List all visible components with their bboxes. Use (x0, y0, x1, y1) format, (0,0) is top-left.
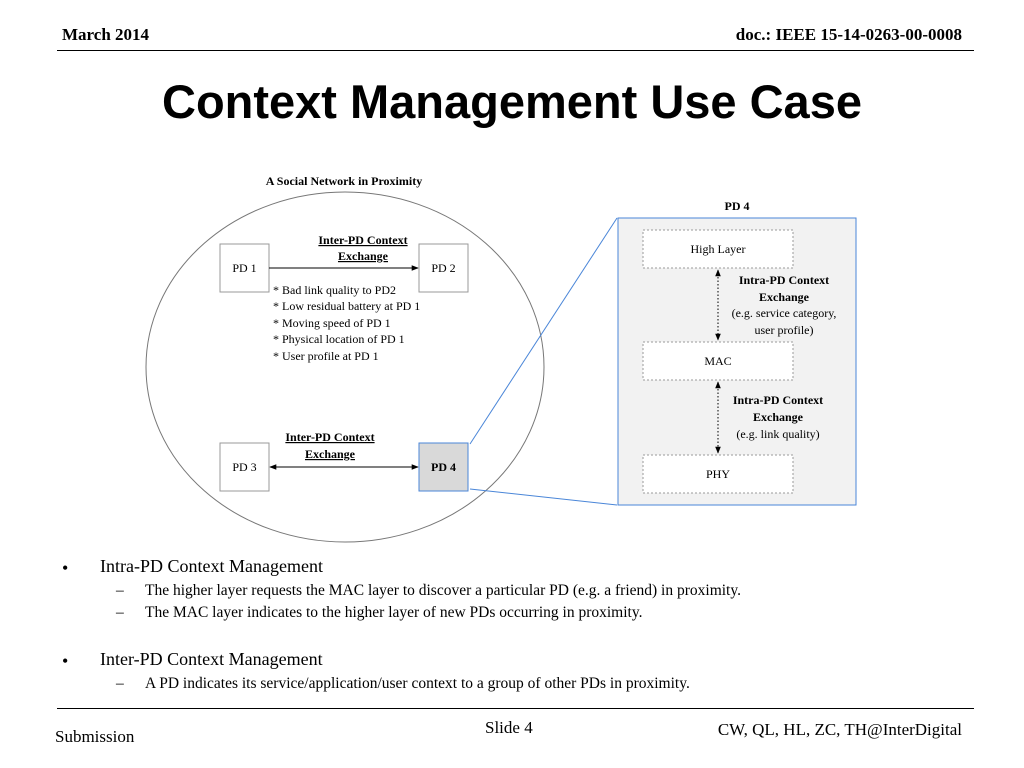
phy-box (642, 454, 794, 494)
intra-exchange-lower-note: (e.g. link quality) (736, 427, 819, 441)
intra-exchange-upper-note1: (e.g. service category, (732, 306, 837, 320)
context-item: * Physical location of PD 1 (273, 332, 405, 346)
high-layer-box (642, 229, 794, 269)
footer-divider (57, 708, 974, 709)
context-item: * Low residual battery at PD 1 (273, 299, 420, 313)
inter-pd-exchange-top-line2: Exchange (338, 249, 389, 263)
context-item: * Bad link quality to PD2 (273, 283, 396, 297)
network-caption: A Social Network in Proximity (266, 174, 422, 188)
context-item: * User profile at PD 1 (273, 349, 379, 363)
intra-exchange-lower-line2: Exchange (753, 410, 804, 424)
pd1-label: PD 1 (232, 261, 256, 275)
footer-authors: CW, QL, HL, ZC, TH@InterDigital (717, 720, 962, 739)
footer-submission: Submission (55, 727, 135, 746)
pd4-panel-title: PD 4 (725, 199, 750, 213)
pd4-label: PD 4 (431, 460, 456, 474)
header-divider (57, 50, 974, 51)
pd4-node (418, 442, 469, 492)
slide-title: Context Management Use Case (162, 75, 862, 128)
intra-exchange-upper-line2: Exchange (759, 290, 810, 304)
pd3-label: PD 3 (232, 460, 256, 474)
phy-label: PHY (706, 467, 730, 481)
mac-box (642, 341, 794, 381)
zoom-connector-top (469, 217, 618, 445)
header-date: March 2014 (62, 25, 150, 44)
high-layer-label: High Layer (691, 242, 746, 256)
pd2-node (418, 243, 469, 293)
zoom-connector-bottom (469, 488, 618, 506)
inter-pd-exchange-bottom-line1: Inter-PD Context (285, 430, 374, 444)
network-ellipse (145, 191, 545, 543)
inter-pd-exchange-top-line1: Inter-PD Context (318, 233, 407, 247)
intra-exchange-upper-note2: user profile) (755, 323, 814, 337)
inter-pd-exchange-bottom-line2: Exchange (305, 447, 356, 461)
intra-exchange-upper-line1: Intra-PD Context (739, 273, 829, 287)
pd3-node (219, 442, 270, 492)
mac-label: MAC (704, 354, 731, 368)
intra-exchange-lower-line1: Intra-PD Context (733, 393, 823, 407)
context-item: * Moving speed of PD 1 (273, 316, 391, 330)
header-doc-id: doc.: IEEE 15-14-0263-00-0008 (735, 25, 962, 44)
pd1-node (219, 243, 270, 293)
footer-slide-number: Slide 4 (485, 718, 533, 737)
pd2-label: PD 2 (431, 261, 455, 275)
